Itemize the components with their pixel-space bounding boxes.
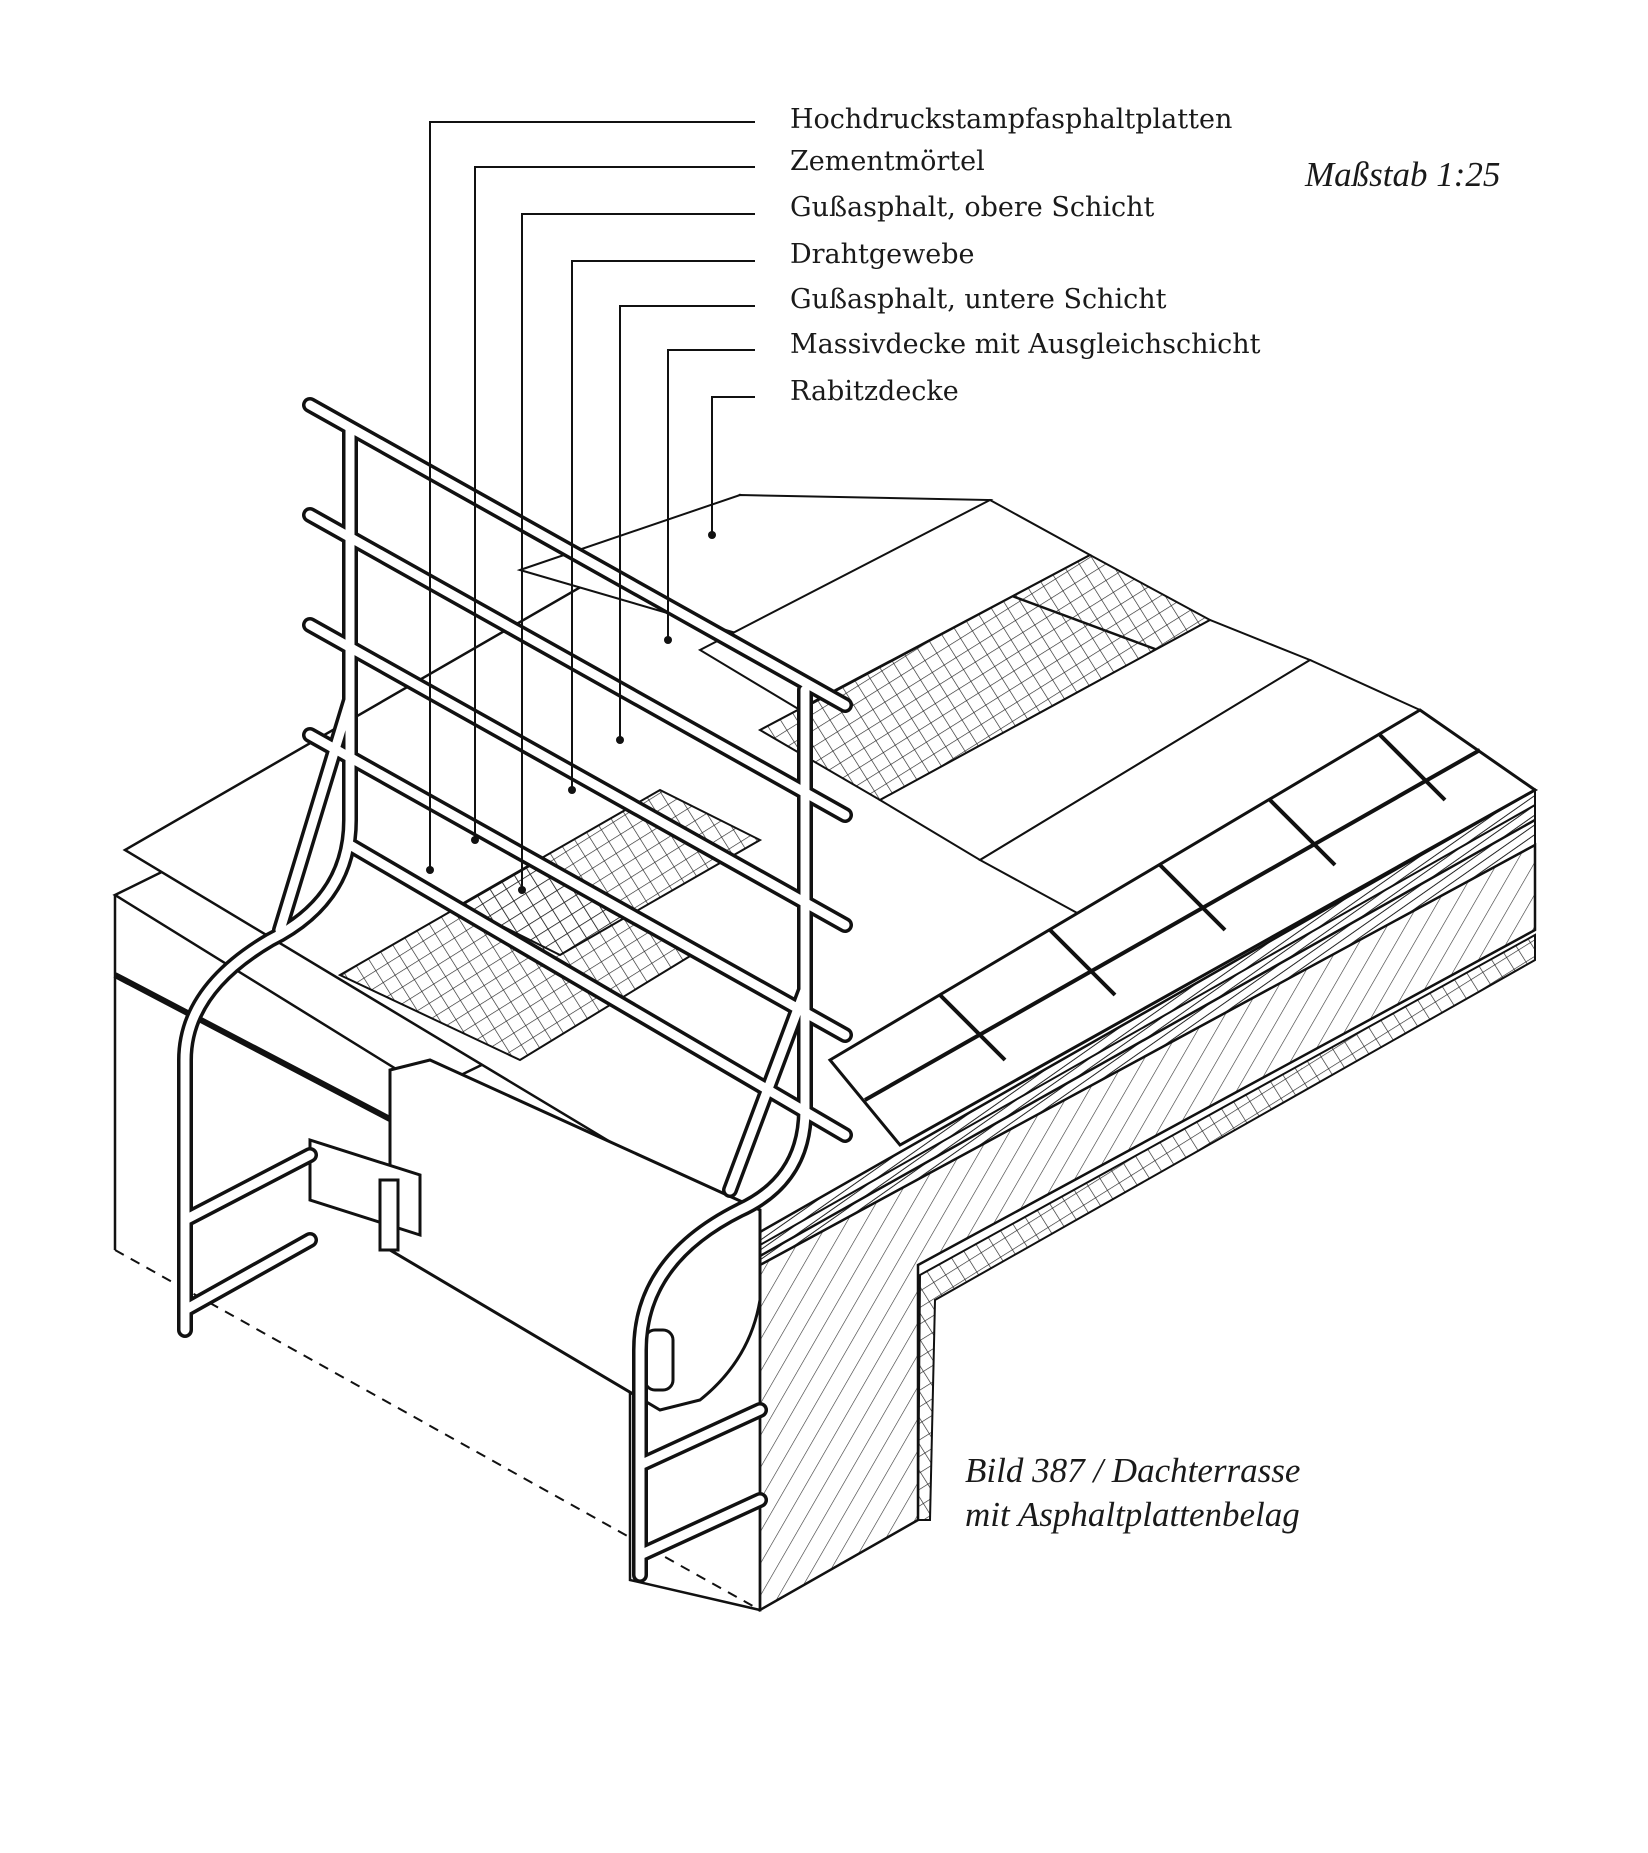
caption-line-2: mit Asphaltplattenbelag <box>965 1495 1300 1534</box>
layer-line-1 <box>759 804 1536 1246</box>
leader-lines <box>429 121 755 890</box>
label-rabitzdecke: Rabitzdecke <box>790 376 959 407</box>
gutter-bracket <box>643 1328 675 1392</box>
label-zementmoertel: Zementmörtel <box>790 146 985 177</box>
label-massivdecke: Massivdecke mit Ausgleichschicht <box>790 329 1261 360</box>
left-wall-band <box>113 972 432 1143</box>
scale-label: Maßstab 1:25 <box>1304 155 1500 194</box>
label-gussasphalt-untere: Gußasphalt, untere Schicht <box>790 284 1167 315</box>
caption-line-1: Bild 387 / Dachterrasse <box>965 1451 1300 1490</box>
leader-2 <box>474 166 755 840</box>
tile-grid <box>864 733 1481 1102</box>
label-drahtgewebe: Drahtgewebe <box>790 239 975 270</box>
railing-inner <box>180 400 850 1580</box>
leader-1 <box>429 121 755 870</box>
label-gussasphalt-obere: Gußasphalt, obere Schicht <box>790 192 1155 223</box>
front-wall <box>628 1265 762 1612</box>
leader-4 <box>571 260 755 790</box>
leader-3 <box>521 213 755 890</box>
layer-line-2 <box>759 818 1536 1258</box>
label-hochdruckstampfasphaltplatten: Hochdruckstampfasphaltplatten <box>790 104 1232 135</box>
rabitz-ceiling <box>916 933 1536 1521</box>
leader-5 <box>619 305 755 740</box>
leader-7 <box>711 396 755 535</box>
pipe-clamp <box>378 1178 400 1252</box>
leader-dots <box>426 531 716 894</box>
gutter <box>388 1058 762 1412</box>
leader-6 <box>667 349 755 640</box>
